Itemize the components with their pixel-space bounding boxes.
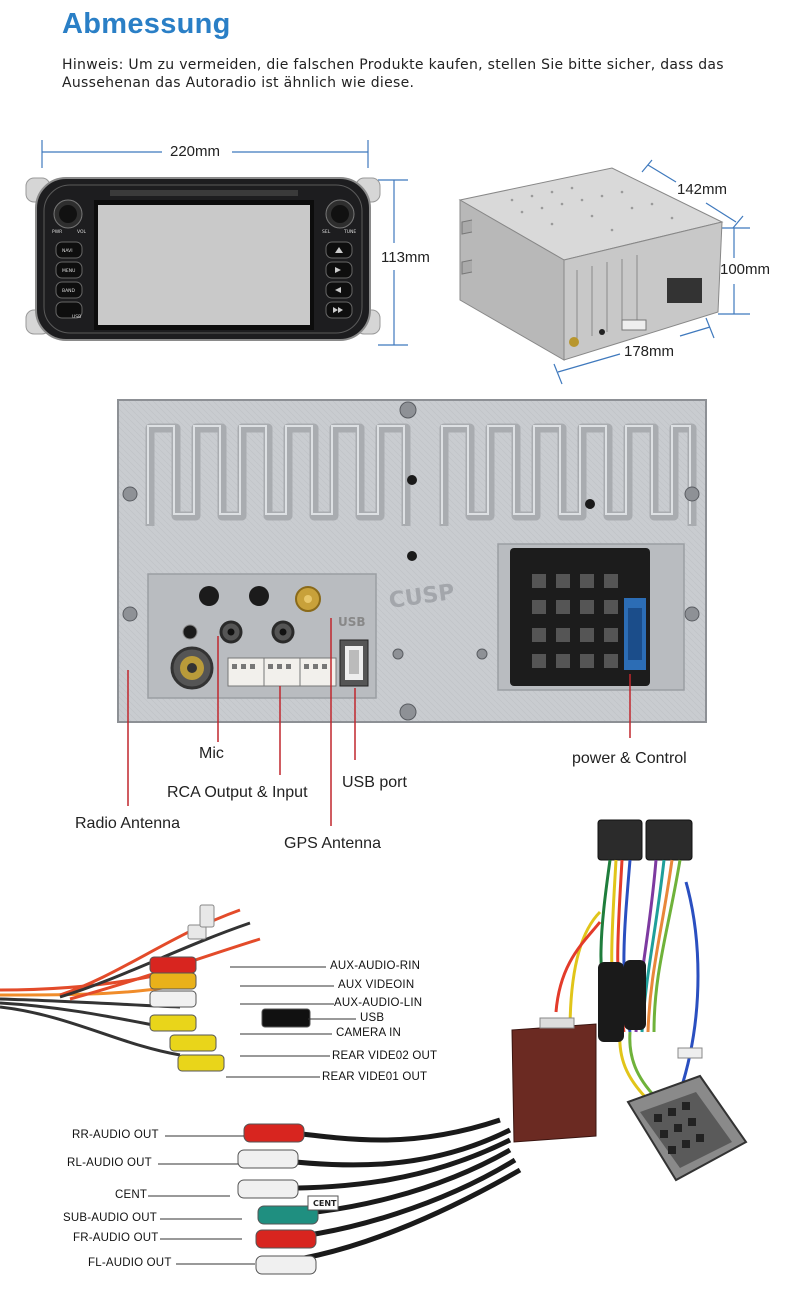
vol-label: VOL	[77, 229, 87, 235]
audio-leader-lines	[148, 1135, 255, 1265]
callout-gps-antenna: GPS Antenna	[284, 835, 381, 852]
label-aux-videoin: AUX VIDEOIN	[338, 979, 415, 991]
aux-leader-lines	[226, 966, 356, 1078]
box-height-label: 100mm	[720, 261, 771, 278]
callout-mic: Mic	[199, 745, 224, 762]
radio-front-unit: PWR VOL NAVI MENU BAND SEL TUNE USB	[25, 177, 381, 341]
usb-slot-label: USB	[72, 314, 81, 320]
front-height-label: 113mm	[381, 249, 430, 266]
callout-usb-port: USB port	[342, 774, 407, 791]
callout-rca: RCA Output & Input	[167, 784, 308, 801]
label-aux-audio-rin: AUX-AUDIO-RIN	[330, 960, 421, 972]
front-dimension-lines	[41, 140, 408, 346]
audio-harness: CENT	[237, 1117, 522, 1275]
label-cent: CENT	[115, 1189, 148, 1201]
cent-tag: CENT	[313, 1199, 337, 1208]
label-rear-video1-out: REAR VIDE01 OUT	[322, 1071, 428, 1083]
band-label: BAND	[62, 288, 76, 294]
aux-harness	[0, 904, 311, 1072]
label-rear-video2-out: REAR VIDE02 OUT	[332, 1050, 438, 1062]
box-width-label: 178mm	[624, 343, 675, 360]
menu-label: MENU	[62, 268, 75, 274]
label-usb: USB	[360, 1012, 385, 1024]
sel-label: SEL	[322, 229, 331, 235]
callout-power: power & Control	[572, 750, 687, 767]
label-fl-audio-out: FL-AUDIO OUT	[88, 1257, 172, 1269]
label-rl-audio-out: RL-AUDIO OUT	[67, 1157, 152, 1169]
label-camera-in: CAMERA IN	[336, 1027, 402, 1039]
label-fr-audio-out: FR-AUDIO OUT	[73, 1232, 159, 1244]
hint-text: Hinweis: Um zu vermeiden, die falschen P…	[62, 57, 724, 91]
rear-panel: USB CUSP	[117, 399, 707, 723]
label-aux-audio-lin: AUX-AUDIO-LIN	[334, 997, 423, 1009]
box-dimension-lines	[553, 159, 750, 385]
tune-label: TUNE	[343, 229, 356, 235]
navi-label: NAVI	[62, 248, 73, 254]
front-width-label: 220mm	[170, 143, 221, 160]
callout-radio-antenna: Radio Antenna	[75, 815, 180, 832]
page-title: Abmessung	[62, 8, 231, 40]
power-harness	[511, 819, 748, 1182]
pwr-label: PWR	[52, 229, 62, 235]
box-depth-label: 142mm	[677, 181, 728, 198]
usb-marking: USB	[338, 615, 366, 629]
rear-callout-lines	[127, 618, 631, 826]
radio-box-unit	[458, 167, 724, 361]
label-rr-audio-out: RR-AUDIO OUT	[72, 1129, 159, 1141]
label-sub-audio-out: SUB-AUDIO OUT	[63, 1212, 157, 1224]
